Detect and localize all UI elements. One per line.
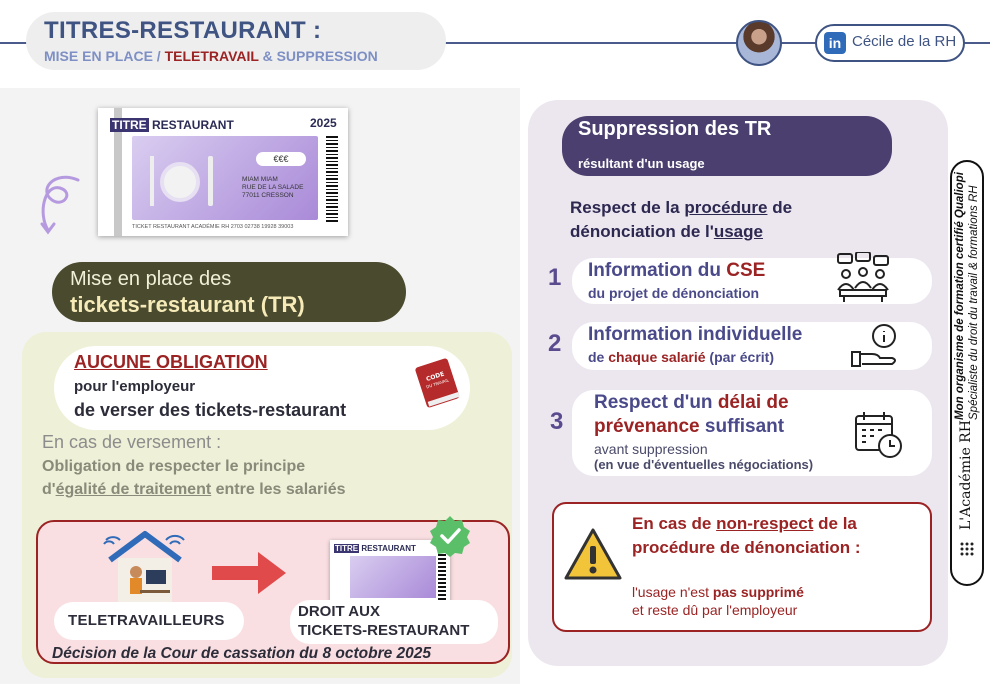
step-3-title-line2: prévenance suffisant — [594, 416, 785, 437]
ticket-amount: €€€ — [256, 152, 306, 166]
non-respect-line3: l'usage n'est pas supprimé — [632, 584, 804, 600]
mise-en-place-line2: tickets-restaurant (TR) — [70, 292, 305, 317]
page-title: TITRES-RESTAURANT : — [44, 17, 322, 44]
mini-ticket-illustration: TITRE RESTAURANT — [330, 540, 450, 604]
suppression-subtitle: résultant d'un usage — [578, 156, 705, 171]
droit-line1: DROIT AUX — [298, 603, 380, 620]
page-subtitle: MISE EN PLACE / TELETRAVAIL & SUPPRESSIO… — [44, 48, 378, 64]
warning-icon — [564, 528, 622, 580]
non-respect-line4: et reste dû par l'employeur — [632, 602, 798, 618]
step-1-subtitle: du projet de dénonciation — [588, 285, 760, 301]
non-respect-line1: En cas de non-respect de la — [632, 514, 857, 533]
author-avatar[interactable] — [736, 20, 782, 66]
teletravailleurs-pill — [54, 602, 244, 640]
step-2-number: 2 — [548, 330, 562, 357]
step-3-title-line1: Respect d'un délai de — [594, 392, 789, 413]
ticket-footer: TICKET RESTAURANT ACADÉMIE RH 2703 02738… — [132, 224, 294, 230]
step-3-subtitle-line2: (en vue d'éventuelles négociations) — [594, 457, 814, 472]
title-pill — [26, 12, 446, 70]
ticket-address: MIAM MIAM RUE DE LA SALADE 77011 CRESSON — [242, 176, 304, 199]
decision-cour-de-cassation: Décision de la Cour de cassation du 8 oc… — [52, 645, 432, 662]
suppression-title: Suppression des TR — [578, 118, 772, 140]
ticket-year: 2025 — [310, 116, 337, 130]
droit-pill — [290, 600, 498, 644]
egalite-line1: Obligation de respecter le principe — [42, 458, 306, 475]
swirl-arrow-icon — [40, 175, 80, 235]
meeting-icon — [837, 252, 889, 302]
ticket-stripe — [114, 108, 122, 236]
ticket-brand: TITRE RESTAURANT — [110, 118, 234, 132]
code-du-travail-book-icon: CODE DU TRAVAIL — [415, 358, 460, 408]
check-badge-icon — [430, 516, 470, 557]
header-divider — [0, 42, 990, 44]
side-tab-line1: Mon organisme de formation certifié Qual… — [954, 172, 966, 420]
remote-worker-house-icon — [103, 531, 185, 602]
author-name[interactable]: Cécile de la RH — [852, 33, 957, 50]
obligation-line2: pour l'employeur — [74, 378, 196, 395]
obligation-title: AUCUNE OBLIGATION — [74, 352, 268, 372]
mini-barcode-icon — [438, 554, 446, 600]
step-2-card — [572, 322, 932, 370]
mise-en-place-line1: Mise en place des — [70, 268, 232, 290]
side-tab-line2: Spécialiste du droit du travail & format… — [968, 185, 980, 420]
step-1-title: Information du CSE — [588, 260, 766, 281]
academie-rh-side-tab[interactable] — [950, 160, 984, 586]
ticket-restaurant-illustration: TITRE RESTAURANT 2025 €€€ MIAM MIAM RUE … — [98, 108, 348, 236]
mise-en-place-banner — [52, 262, 406, 322]
arrow-right-icon — [212, 552, 286, 594]
plate-icon — [160, 162, 200, 202]
calendar-clock-icon — [855, 412, 902, 458]
barcode-icon — [326, 134, 338, 222]
knife-icon — [208, 156, 213, 206]
mini-ticket-artwork — [350, 556, 436, 598]
step-3-number: 3 — [550, 408, 564, 435]
step-2-title: Information individuelle — [588, 324, 803, 345]
fork-icon — [150, 156, 154, 206]
versement-intro: En cas de versement : — [42, 432, 222, 452]
step-3-card — [572, 390, 932, 476]
obligation-line3: de verser des tickets-restaurant — [74, 400, 347, 420]
droit-line2: TICKETS-RESTAURANT — [298, 622, 470, 639]
step-3-subtitle-line1: avant suppression — [594, 441, 708, 457]
linkedin-icon[interactable]: in — [824, 32, 846, 54]
academie-rh-logo-icon — [960, 542, 974, 556]
academie-rh-brand: L'Académie RH — [958, 420, 974, 530]
egalite-line2: d'égalité de traitement entre les salari… — [42, 481, 346, 498]
respect-procedure-line1: Respect de la procédure de — [570, 198, 793, 217]
info-hand-icon — [851, 324, 896, 367]
mini-ticket-brand: TITRE RESTAURANT — [334, 544, 416, 553]
obligation-card — [54, 346, 470, 430]
non-respect-line2: procédure de dénonciation : — [632, 538, 861, 557]
teletravailleurs-label: TELETRAVAILLEURS — [68, 612, 225, 629]
step-1-number: 1 — [548, 264, 562, 291]
step-2-subtitle: de chaque salarié (par écrit) — [588, 349, 774, 365]
suppression-banner — [562, 116, 892, 176]
respect-procedure-line2: dénonciation de l'usage — [570, 222, 763, 241]
